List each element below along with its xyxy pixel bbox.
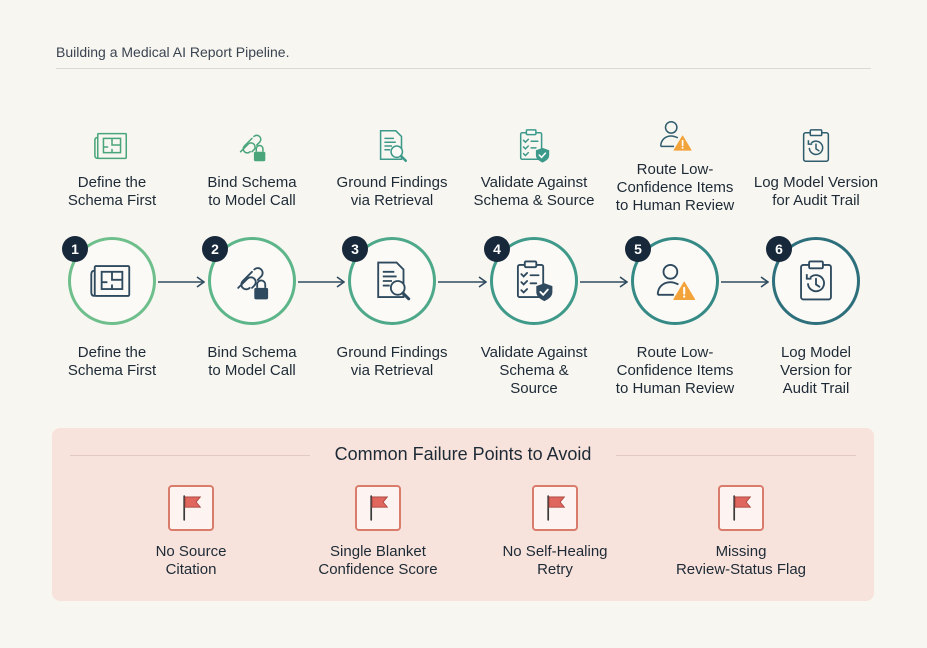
step-number-badge: 6	[766, 236, 792, 262]
flow-arrow	[580, 275, 629, 294]
page-title: Building a Medical AI Report Pipeline.	[56, 44, 290, 60]
top-chain-lock-icon	[232, 126, 272, 166]
step-number-badge: 3	[342, 236, 368, 262]
flow-arrow	[438, 275, 488, 294]
clipboard-history-icon	[800, 260, 832, 301]
title-divider	[56, 68, 871, 69]
top-user-warning-icon	[655, 115, 695, 155]
checklist-shield-icon	[516, 260, 553, 302]
step-number-badge: 1	[62, 236, 88, 262]
user-warning-icon	[656, 263, 696, 300]
document-search-icon	[377, 261, 411, 301]
flow-arrow	[158, 275, 206, 294]
step-number-badge: 2	[202, 236, 228, 262]
failure-flag-box	[532, 485, 578, 531]
red-flag-icon	[183, 495, 202, 521]
top-clipboard-history-icon	[796, 126, 836, 166]
step-number-badge: 4	[484, 236, 510, 262]
top-blueprint-icon	[92, 126, 132, 166]
flow-arrow	[298, 275, 346, 294]
flow-arrow	[721, 275, 770, 294]
panel-divider-right	[616, 455, 856, 456]
red-flag-icon	[547, 495, 566, 521]
step-number-badge: 5	[625, 236, 651, 262]
top-document-search-icon	[372, 126, 412, 166]
failure-flag-box	[718, 485, 764, 531]
red-flag-icon	[370, 495, 389, 521]
failure-flag-box	[355, 485, 401, 531]
red-flag-icon	[733, 495, 752, 521]
chain-lock-icon	[237, 267, 269, 300]
failure-flag-box	[168, 485, 214, 531]
failure-panel-heading: Common Failure Points to Avoid	[334, 444, 592, 464]
top-checklist-shield-icon	[514, 126, 554, 166]
step-3-circle	[348, 237, 436, 325]
blueprint-icon	[90, 265, 131, 297]
failure-points-panel: Common Failure Points to Avoid No Source…	[52, 428, 874, 601]
panel-divider-left	[70, 455, 310, 456]
